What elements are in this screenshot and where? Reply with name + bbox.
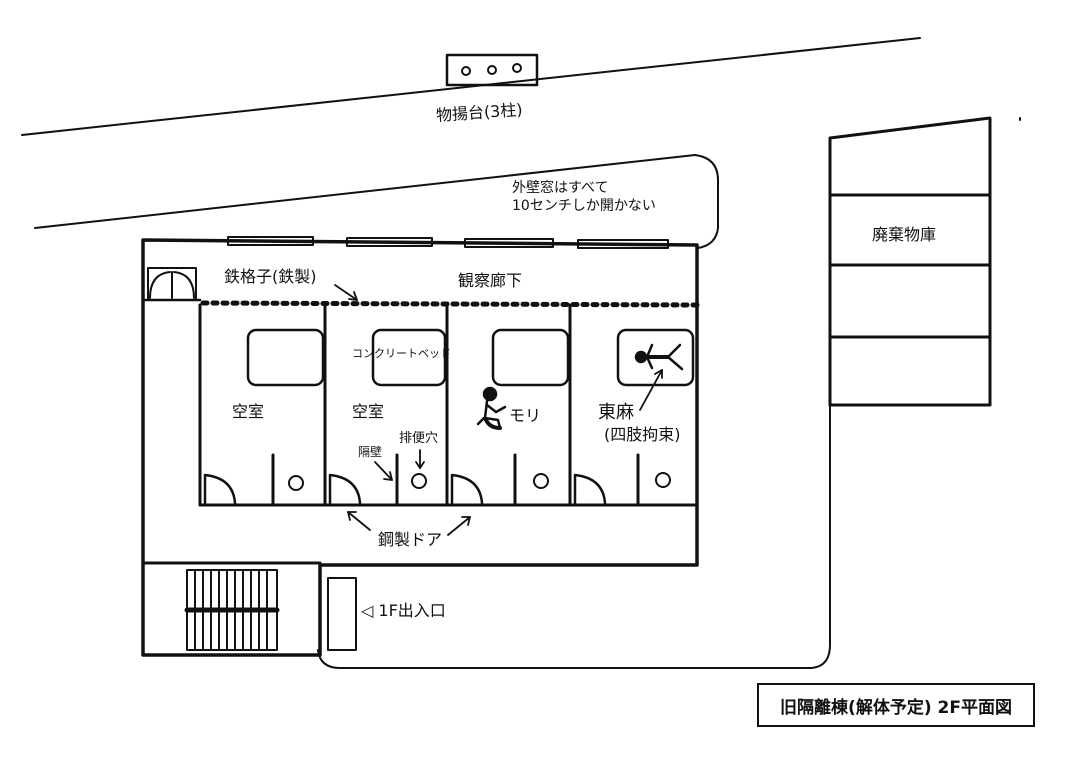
exterior-windows <box>228 237 668 248</box>
mori-figure-icon <box>478 388 505 428</box>
toilet-hole-label: 排便穴 <box>399 431 439 446</box>
window-note-line1: 外壁窓はすべて <box>512 180 609 196</box>
toilet-holes <box>289 473 670 490</box>
observation-corridor-label: 観察廊下 <box>458 271 523 290</box>
room-3-label: モリ <box>509 406 542 425</box>
iron-lattice-label: 鉄格子(鉄製) <box>224 267 317 286</box>
window-note-line2: 10センチしか開かない <box>512 198 656 214</box>
restrained-figure-icon <box>636 345 682 369</box>
room-4-label-line2: (四肢拘束) <box>604 425 681 444</box>
steel-doors <box>205 475 605 503</box>
partition-label: 隔壁 <box>358 445 383 459</box>
main-building-walls <box>143 240 697 655</box>
lower-boundary-line <box>35 155 718 248</box>
upper-boundary-line <box>22 38 920 135</box>
iron-lattice-line <box>203 303 697 305</box>
steel-door-label: 鋼製ドア <box>378 530 443 549</box>
stairs <box>187 570 277 650</box>
entrance-double-door <box>148 268 196 300</box>
waste-storage-building <box>830 118 990 405</box>
concrete-bed-label: コンクリートベッド <box>352 347 451 360</box>
waste-storage-label: 廃棄物庫 <box>872 225 937 244</box>
bottom-boundary-line <box>318 320 830 668</box>
entrance-1f-door <box>328 578 356 650</box>
partition-walls <box>273 455 638 505</box>
concrete-beds <box>248 330 693 385</box>
annotation-arrows <box>335 285 662 535</box>
room-1-label: 空室 <box>232 402 265 421</box>
entrance-1f-label: ◁ 1F出入口 <box>361 601 446 620</box>
room-4-label-line1: 東麻 <box>598 402 634 423</box>
page-title: 旧隔離棟(解体予定) 2F平面図 <box>757 683 1035 727</box>
room-2-label: 空室 <box>352 402 385 421</box>
